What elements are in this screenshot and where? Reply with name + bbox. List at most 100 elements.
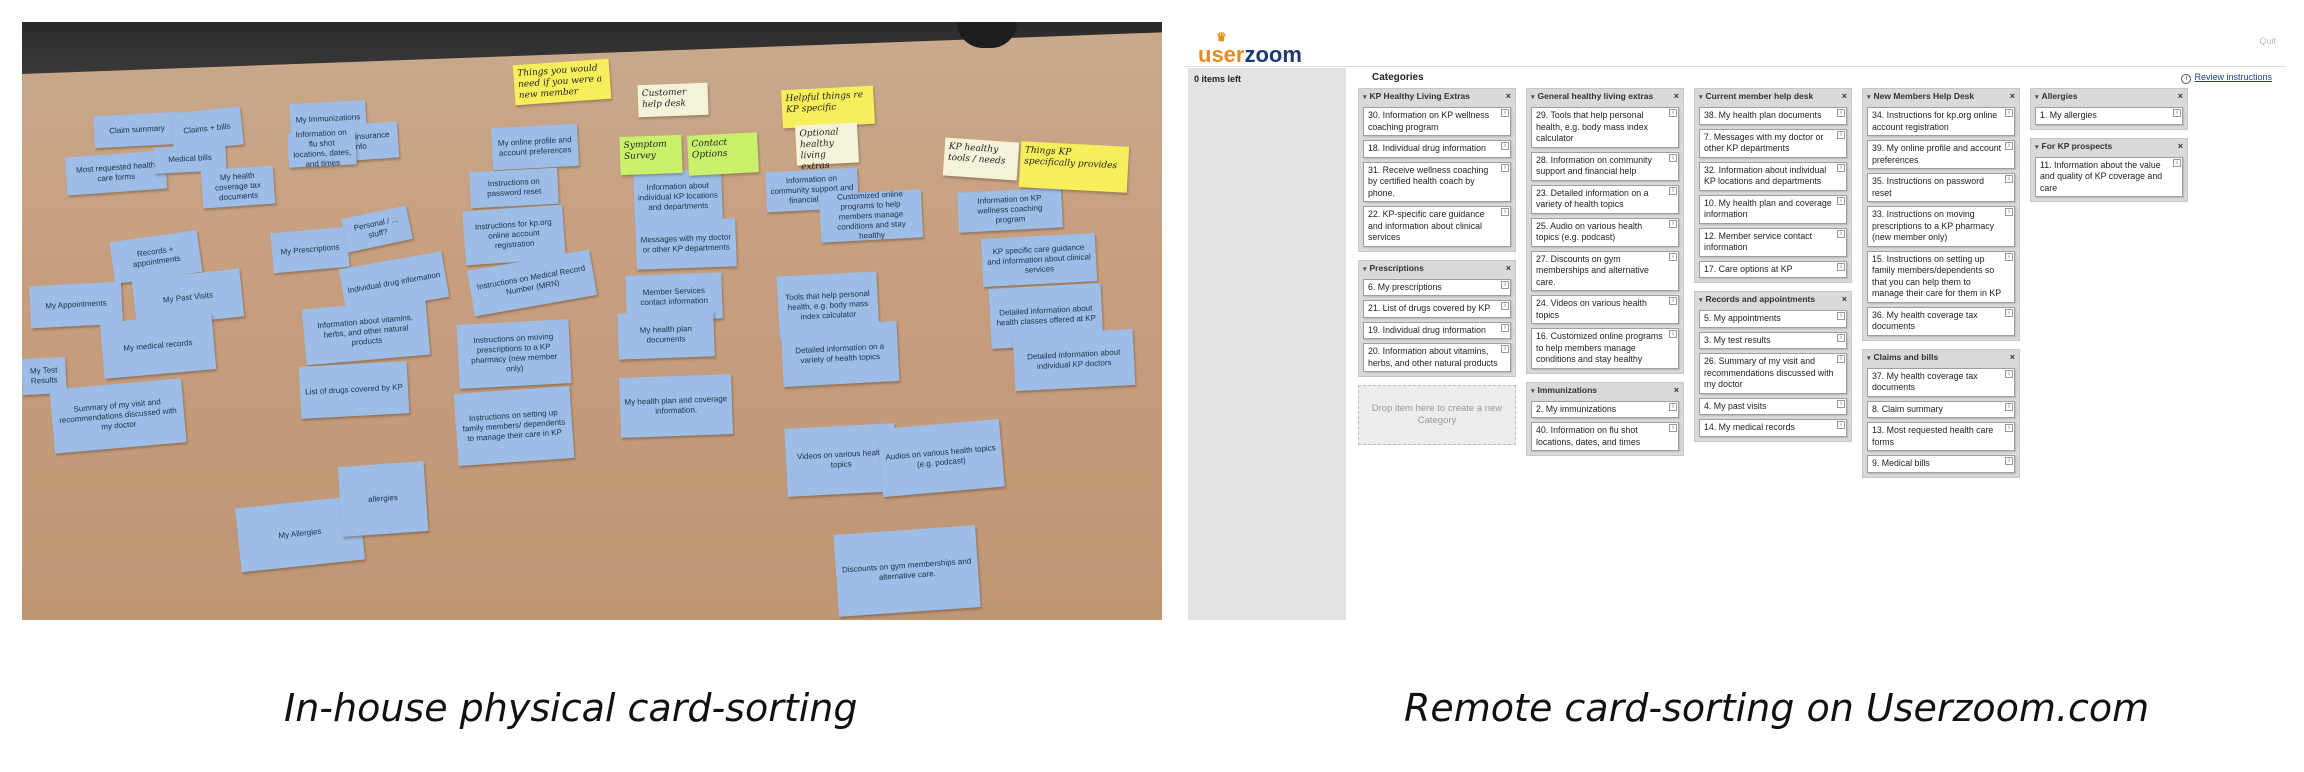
category-header[interactable]: ▾Records and appointments× bbox=[1699, 292, 1847, 306]
category-header[interactable]: ▾For KP prospects× bbox=[2035, 139, 2183, 153]
card-item[interactable]: 15. Instructions on setting up family me… bbox=[1867, 250, 2015, 303]
collapse-caret-icon[interactable]: ▾ bbox=[1531, 387, 1535, 395]
card-item[interactable]: 40. Information on flu shot locations, d… bbox=[1531, 422, 1679, 451]
close-icon[interactable]: × bbox=[1505, 262, 1511, 273]
card-item[interactable]: 23. Detailed information on a variety of… bbox=[1531, 184, 1679, 214]
item-info-icon[interactable]: i bbox=[2173, 109, 2181, 117]
collapse-caret-icon[interactable]: ▾ bbox=[1867, 354, 1871, 362]
card-item[interactable]: 34. Instructions for kp.org online accou… bbox=[1867, 107, 2015, 136]
category-header[interactable]: ▾Claims and bills× bbox=[1867, 350, 2015, 364]
item-info-icon[interactable]: i bbox=[1501, 323, 1509, 332]
item-info-icon[interactable]: i bbox=[1501, 109, 1509, 117]
card-item[interactable]: 33. Instructions on moving prescriptions… bbox=[1867, 206, 2015, 247]
category-box[interactable]: ▾For KP prospects× 11. Information about … bbox=[2030, 137, 2188, 202]
item-info-icon[interactable]: i bbox=[1837, 262, 1845, 271]
collapse-caret-icon[interactable]: ▾ bbox=[2035, 94, 2039, 101]
card-item[interactable]: 7. Messages with my doctor or other KP d… bbox=[1699, 128, 1847, 158]
category-header[interactable]: ▾Allergies× bbox=[2035, 89, 2183, 103]
item-info-icon[interactable]: i bbox=[2005, 308, 2013, 317]
close-icon[interactable]: × bbox=[1673, 384, 1679, 395]
item-info-icon[interactable]: i bbox=[1501, 208, 1509, 216]
category-header[interactable]: ▾KP Healthy Living Extras× bbox=[1363, 89, 1511, 103]
card-item[interactable]: 16. Customized online programs to help m… bbox=[1531, 328, 1679, 369]
item-info-icon[interactable]: i bbox=[1837, 109, 1845, 117]
card-item[interactable]: 39. My online profile and account prefer… bbox=[1867, 140, 2015, 169]
card-item[interactable]: 20. Information about vitamins, herbs, a… bbox=[1363, 343, 1511, 372]
item-info-icon[interactable]: i bbox=[2005, 457, 2013, 465]
category-header[interactable]: ▾New Members Help Desk× bbox=[1867, 89, 2015, 103]
collapse-caret-icon[interactable]: ▾ bbox=[2035, 143, 2039, 151]
item-info-icon[interactable]: i bbox=[1501, 345, 1509, 353]
item-info-icon[interactable]: i bbox=[1501, 280, 1509, 289]
item-info-icon[interactable]: i bbox=[2005, 369, 2013, 378]
new-category-dropzone[interactable]: Drop item here to create a new Category bbox=[1358, 385, 1516, 445]
card-item[interactable]: 29. Tools that help personal health, e.g… bbox=[1531, 107, 1679, 148]
item-info-icon[interactable]: i bbox=[1837, 229, 1845, 238]
close-icon[interactable]: × bbox=[1505, 91, 1511, 101]
item-info-icon[interactable]: i bbox=[2005, 424, 2013, 432]
item-info-icon[interactable]: i bbox=[2005, 175, 2013, 183]
item-info-icon[interactable]: i bbox=[2005, 208, 2013, 216]
collapse-caret-icon[interactable]: ▾ bbox=[1531, 94, 1535, 101]
item-info-icon[interactable]: i bbox=[1837, 355, 1845, 363]
card-item[interactable]: 11. Information about the value and qual… bbox=[2035, 156, 2183, 197]
item-info-icon[interactable]: i bbox=[1837, 163, 1845, 172]
item-info-icon[interactable]: i bbox=[1837, 312, 1845, 320]
item-info-icon[interactable]: i bbox=[1501, 302, 1509, 310]
item-info-icon[interactable]: i bbox=[1669, 186, 1677, 195]
category-box[interactable]: ▾Records and appointments× 5. My appointm… bbox=[1694, 291, 1852, 442]
item-info-icon[interactable]: i bbox=[1837, 399, 1845, 408]
collapse-caret-icon[interactable]: ▾ bbox=[1867, 94, 1871, 101]
category-box[interactable]: ▾Current member help desk× 38. My health … bbox=[1694, 88, 1852, 283]
quit-link[interactable]: Quit bbox=[2259, 36, 2276, 46]
item-info-icon[interactable]: i bbox=[2173, 158, 2181, 167]
card-item[interactable]: 25. Audio on various health topics (e.g.… bbox=[1531, 217, 1679, 247]
collapse-caret-icon[interactable]: ▾ bbox=[1363, 94, 1367, 101]
card-item[interactable]: 28. Information on community support and… bbox=[1531, 151, 1679, 181]
close-icon[interactable]: × bbox=[2009, 91, 2015, 101]
item-info-icon[interactable]: i bbox=[1501, 142, 1509, 150]
category-header[interactable]: ▾Current member help desk× bbox=[1699, 89, 1847, 103]
collapse-caret-icon[interactable]: ▾ bbox=[1699, 297, 1703, 304]
category-header[interactable]: ▾General healthy living extras× bbox=[1531, 89, 1679, 103]
card-item[interactable]: 27. Discounts on gym memberships and alt… bbox=[1531, 250, 1679, 291]
card-item[interactable]: 31. Receive wellness coaching by certifi… bbox=[1363, 161, 1511, 202]
item-info-icon[interactable]: i bbox=[2005, 252, 2013, 261]
item-info-icon[interactable]: i bbox=[1669, 402, 1677, 411]
card-item[interactable]: 26. Summary of my visit and recommendati… bbox=[1699, 353, 1847, 394]
collapse-caret-icon[interactable]: ▾ bbox=[1363, 265, 1367, 273]
item-info-icon[interactable]: i bbox=[1669, 297, 1677, 305]
collapse-caret-icon[interactable]: ▾ bbox=[1699, 94, 1703, 101]
category-box[interactable]: ▾KP Healthy Living Extras×30. Informatio… bbox=[1358, 88, 1516, 252]
close-icon[interactable]: × bbox=[1673, 91, 1679, 101]
category-box[interactable]: ▾Claims and bills× 37. My health coverage… bbox=[1862, 348, 2020, 478]
card-item[interactable]: 10. My health plan and coverage informat… bbox=[1699, 194, 1847, 224]
close-icon[interactable]: × bbox=[1841, 91, 1847, 101]
item-info-icon[interactable]: i bbox=[1837, 421, 1845, 429]
item-info-icon[interactable]: i bbox=[2005, 142, 2013, 150]
card-item[interactable]: 32. Information about individual KP loca… bbox=[1699, 161, 1847, 191]
card-item[interactable]: 22. KP-specific care guidance and inform… bbox=[1363, 206, 1511, 247]
category-box[interactable]: ▾New Members Help Desk× 34. Instructions … bbox=[1862, 88, 2020, 341]
